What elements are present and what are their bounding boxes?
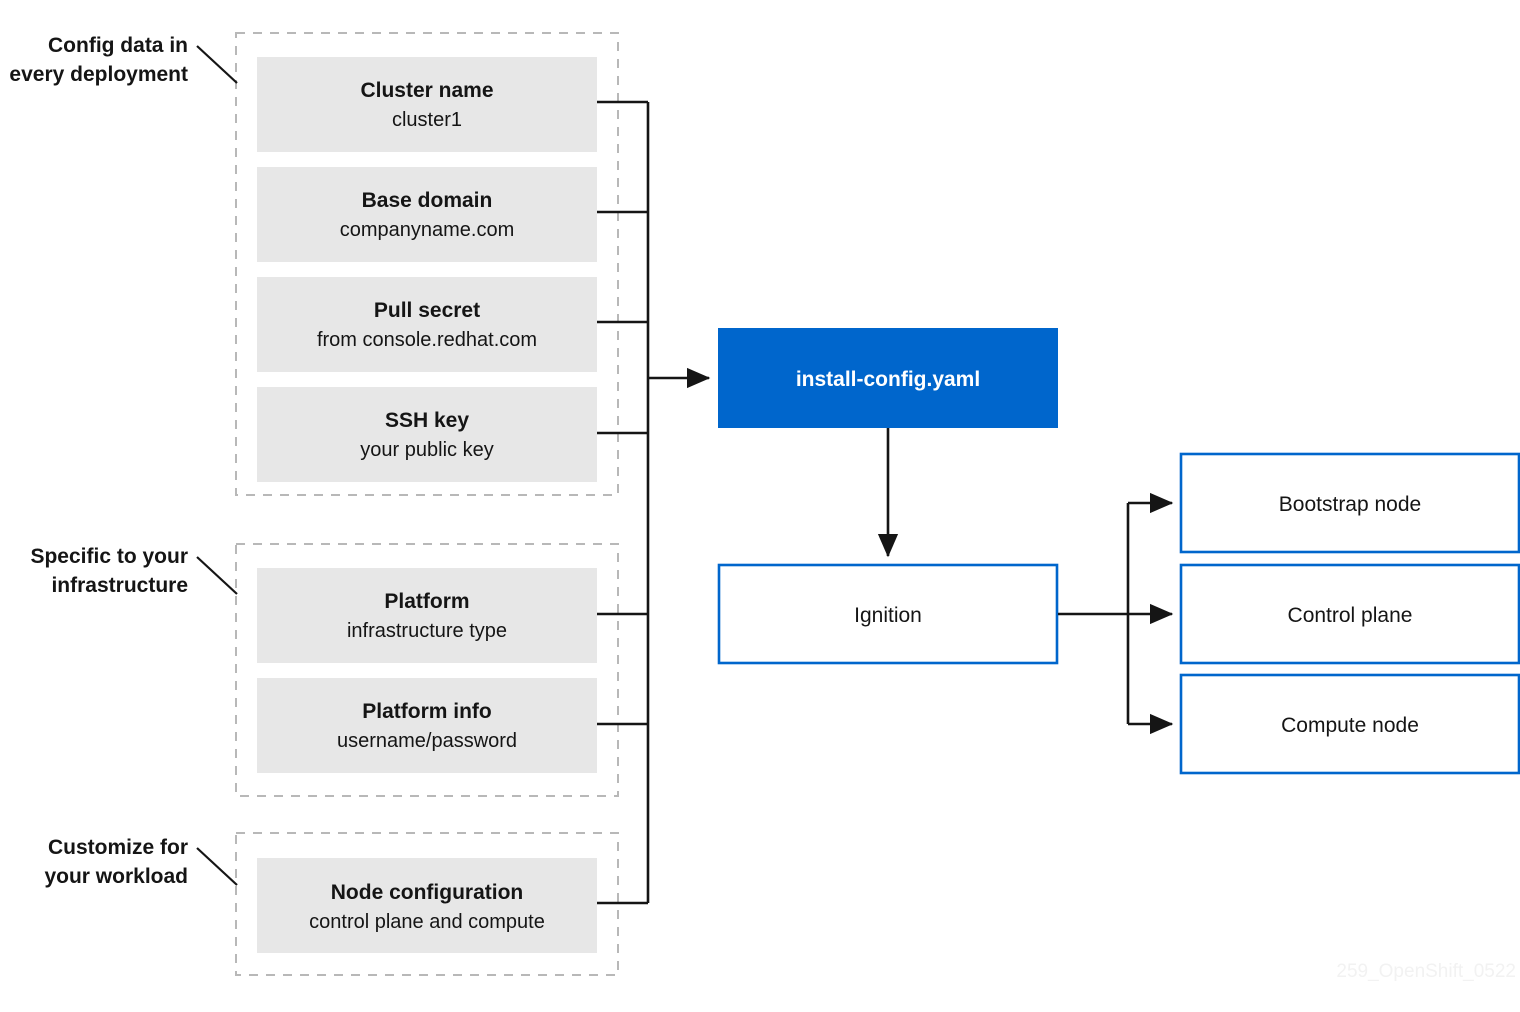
- config-box-ssh-key-title: SSH key: [385, 409, 469, 432]
- leader-line-workload: [196, 847, 238, 886]
- config-box-platform-info-title: Platform info: [362, 700, 492, 723]
- group-box-every-deployment: [235, 32, 619, 496]
- config-box-pull-secret-subtitle: from console.redhat.com: [317, 329, 537, 351]
- config-box-platform[interactable]: [257, 568, 597, 663]
- config-box-platform-title: Platform: [384, 590, 469, 613]
- node-box-control-plane[interactable]: [1179, 563, 1520, 665]
- config-box-node-configuration[interactable]: [257, 858, 597, 953]
- group-label-infrastructure-line1: Specific to your: [30, 545, 188, 568]
- install-config-box[interactable]: [718, 328, 1058, 428]
- config-box-ssh-key[interactable]: [257, 387, 597, 482]
- watermark-label: 259_OpenShift_0522: [1336, 961, 1516, 982]
- config-box-platform-subtitle: infrastructure type: [347, 620, 507, 642]
- leader-line-every-deployment: [196, 45, 238, 84]
- config-box-cluster-name-subtitle: cluster1: [392, 109, 462, 131]
- config-box-cluster-name-title: Cluster name: [360, 79, 493, 102]
- group-label-infrastructure-line2: infrastructure: [51, 574, 188, 597]
- group-label-every-deployment-line2: every deployment: [9, 63, 188, 86]
- config-box-node-configuration-subtitle: control plane and compute: [309, 911, 545, 933]
- config-box-ssh-key-subtitle: your public key: [360, 439, 493, 461]
- group-box-infrastructure: [235, 543, 619, 797]
- config-box-cluster-name[interactable]: [257, 57, 597, 152]
- config-box-node-configuration-title: Node configuration: [331, 881, 524, 904]
- ignition-box-label: Ignition: [854, 604, 922, 627]
- node-box-bootstrap-node[interactable]: [1179, 452, 1520, 554]
- leader-line-infrastructure: [196, 556, 238, 595]
- config-box-base-domain-title: Base domain: [362, 189, 493, 212]
- config-box-base-domain-subtitle: companyname.com: [340, 219, 515, 241]
- group-label-workload-line2: your workload: [44, 865, 188, 888]
- ignition-box[interactable]: [717, 563, 1059, 665]
- config-box-pull-secret[interactable]: [257, 277, 597, 372]
- node-box-compute-node[interactable]: [1179, 673, 1520, 775]
- node-box-control-plane-label: Control plane: [1288, 604, 1413, 627]
- group-box-workload: [235, 832, 619, 976]
- group-label-workload-line1: Customize for: [48, 836, 188, 859]
- node-box-bootstrap-node-label: Bootstrap node: [1279, 493, 1421, 516]
- config-box-platform-info-subtitle: username/password: [337, 730, 517, 752]
- install-config-box-label: install-config.yaml: [796, 368, 980, 391]
- group-label-every-deployment-line1: Config data in: [48, 34, 188, 57]
- config-box-base-domain[interactable]: [257, 167, 597, 262]
- config-box-platform-info[interactable]: [257, 678, 597, 773]
- config-box-pull-secret-title: Pull secret: [374, 299, 480, 322]
- node-box-compute-node-label: Compute node: [1281, 714, 1419, 737]
